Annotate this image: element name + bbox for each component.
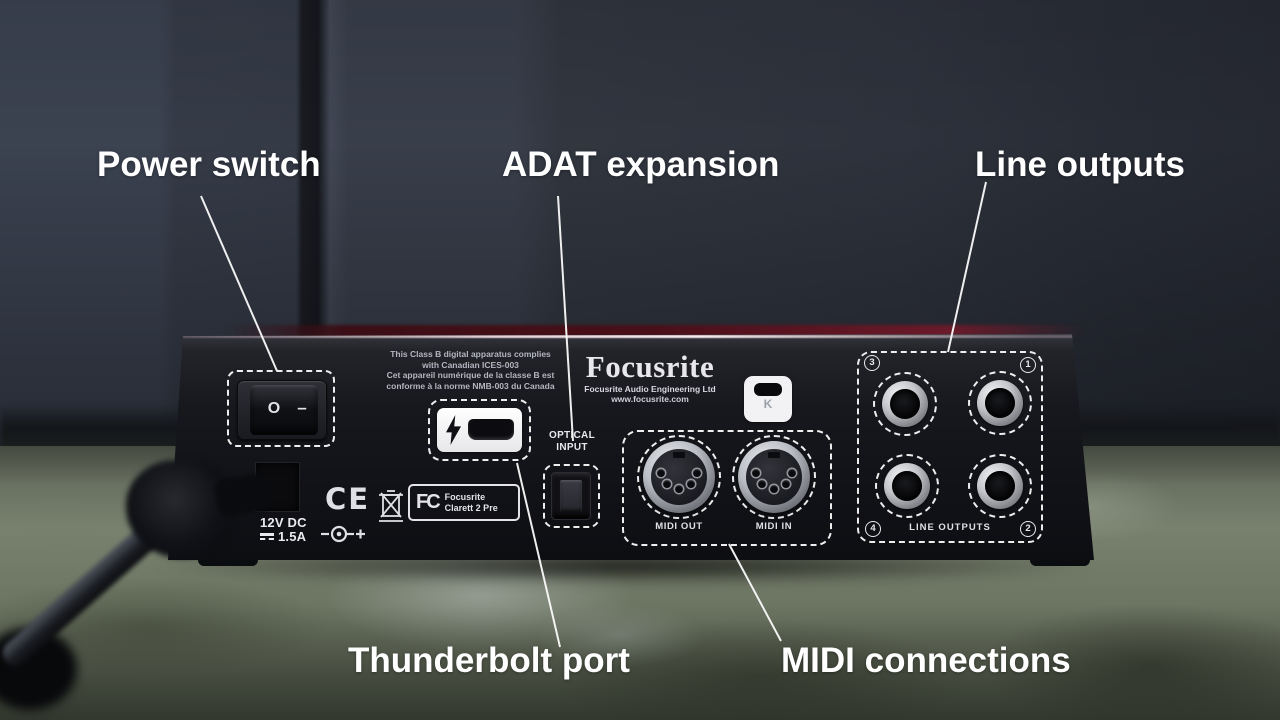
din-notch [768, 452, 780, 458]
midi-out-connector [637, 435, 721, 519]
midi-in-label: MIDI IN [755, 521, 793, 532]
current-label: 1.5A [278, 529, 307, 544]
regulatory-line: Cet appareil numérique de la classe B es… [386, 370, 555, 380]
midi-out-label: MIDI OUT [655, 521, 703, 532]
adat-expansion-annotation: ADAT expansion [502, 145, 780, 184]
din-pin [663, 480, 671, 488]
line-output-jack [873, 372, 937, 436]
line-outputs-outline [857, 351, 1043, 543]
optical-port-outline [543, 464, 600, 528]
power-spec-label: 12V DC 1.5A [260, 516, 346, 544]
din-pin [788, 469, 796, 477]
din-connector-face [651, 449, 707, 505]
dc-plug [126, 460, 234, 558]
line-output-jack [875, 454, 939, 518]
regulatory-line: This Class B digital apparatus complies [390, 349, 551, 359]
thunderbolt-port [437, 408, 522, 452]
kensington-slot [754, 383, 782, 396]
midi-in-connector [732, 435, 816, 519]
din-pin [687, 480, 695, 488]
thunderbolt-port-annotation: Thunderbolt port [348, 641, 630, 680]
device-rear-panel: O – 12V DC 1.5A CE [168, 334, 1094, 560]
din-pin [782, 480, 790, 488]
power-switch-outline [227, 370, 335, 447]
optical-label-line: INPUT [556, 441, 588, 453]
jack-number: 3 [864, 355, 880, 371]
midi-connections-annotation: MIDI connections [781, 641, 1071, 680]
optical-slot [560, 480, 582, 512]
din-pin [657, 469, 665, 477]
line-outputs-annotation: Line outputs [975, 145, 1185, 184]
din-notch [673, 452, 685, 458]
jack-number: 4 [865, 521, 881, 537]
din-pin [675, 485, 683, 493]
din-pin [693, 469, 701, 477]
power-switch-annotation: Power switch [97, 145, 321, 184]
jack-hole [892, 471, 922, 501]
device-red-top-edge [224, 325, 1086, 337]
midi-section-outline [622, 430, 832, 546]
din-connector-face [746, 449, 802, 505]
fcc-brand-line: Focusrite [444, 492, 486, 502]
line-output-jack [968, 371, 1032, 435]
fcc-badge: FC Focusrite Clarett 2 Pre [408, 484, 520, 521]
midi-callout-line [728, 543, 782, 642]
weee-bin-icon [379, 490, 403, 522]
switch-off-symbol: O [267, 400, 281, 417]
din-pin [752, 469, 760, 477]
optical-input-port [551, 472, 591, 520]
power-switch-callout-line [200, 195, 278, 372]
thunderbolt-callout-line [516, 462, 561, 648]
jack-ring [882, 381, 928, 427]
fcc-model-line: Clarett 2 Pre [444, 502, 498, 513]
jack-ring [977, 463, 1023, 509]
regulatory-line: conforme à la norme NMB-003 du Canada [386, 380, 555, 391]
jack-hole [890, 389, 920, 419]
switch-on-symbol: – [297, 398, 307, 417]
background-wall [0, 0, 1280, 472]
jack-ring [884, 463, 930, 509]
jack-number: 2 [1020, 521, 1036, 537]
jack-ring [977, 380, 1023, 426]
thunderbolt-outline [428, 399, 531, 461]
thunderbolt-slot [468, 419, 514, 440]
line-output-jack [968, 454, 1032, 518]
kensington-k-label: K [763, 397, 773, 411]
device-top-highlight [180, 335, 1076, 338]
jack-hole [985, 471, 1015, 501]
kensington-lock-icon: K [744, 376, 792, 422]
line-outputs-callout-line [947, 181, 987, 353]
focusrite-logo: Focusrite [585, 349, 715, 384]
company-name: Focusrite Audio Engineering Ltd [584, 384, 716, 394]
voltage-label: 12V DC [260, 515, 307, 530]
din-connector-ring [738, 441, 810, 513]
ce-mark: CE [325, 482, 371, 516]
jack-hole [985, 388, 1015, 418]
website-url: www.focusrite.com [611, 394, 689, 404]
regulatory-line: with Canadian ICES-003 [422, 359, 519, 370]
line-outputs-label: LINE OUTPUTS [909, 522, 991, 533]
adat-callout-line [557, 195, 574, 442]
fcc-logo: FC [416, 491, 441, 513]
dc-symbol-icon [260, 533, 274, 540]
power-switch [250, 385, 318, 435]
din-connector-ring [643, 441, 715, 513]
regulatory-text: This Class B digital apparatus complies … [368, 349, 573, 391]
din-pin [758, 480, 766, 488]
polarity-icon [321, 525, 365, 543]
jack-number: 1 [1020, 357, 1036, 373]
din-pin [770, 485, 778, 493]
fcc-model-text: Focusrite Clarett 2 Pre [445, 492, 498, 513]
brand-block: Focusrite Focusrite Audio Engineering Lt… [570, 351, 730, 404]
